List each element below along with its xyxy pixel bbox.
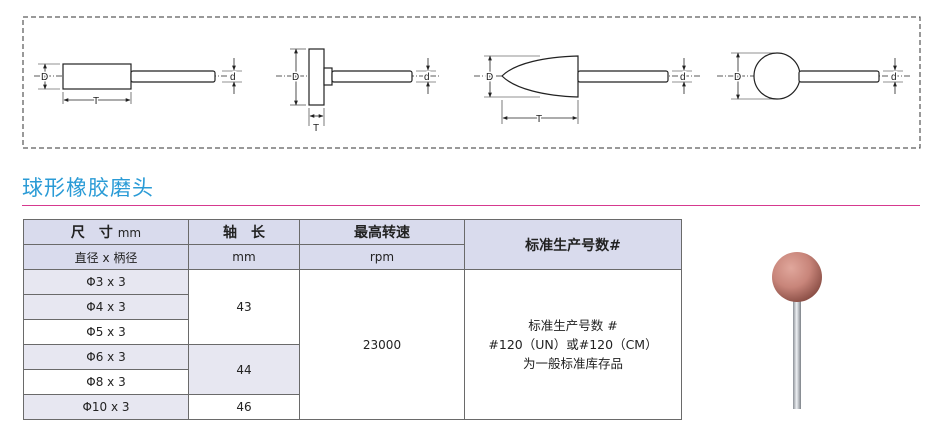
product-image	[772, 252, 822, 409]
table-row: Φ5 x 3	[23, 319, 189, 345]
std-note: 标准生产号数 # #120（UN）或#120（CM） 为一般标准库存品	[464, 269, 682, 420]
diagram-label-D: D	[292, 72, 299, 83]
table-row: Φ10 x 3	[23, 394, 189, 420]
diagram-label-D: D	[734, 72, 741, 83]
std-note-line: #120（UN）或#120（CM）	[488, 337, 658, 352]
diagram-label-T: T	[536, 114, 542, 125]
subheader-size: 直径 x 柄径	[23, 244, 189, 270]
shaft-value: 44	[188, 344, 300, 395]
diagram-frame	[22, 16, 921, 149]
tool-diagrams: D d T D d T D d T	[22, 16, 921, 149]
header-size-unit: mm	[117, 226, 142, 240]
table-row: Φ8 x 3	[23, 369, 189, 395]
diagram-label-d: d	[424, 72, 430, 83]
diagram-disc	[276, 48, 440, 126]
diagram-cylinder	[34, 58, 242, 104]
section-title: 球形橡胶磨头	[22, 176, 154, 200]
diagram-label-d: d	[230, 72, 236, 83]
std-note-line: 为一般标准库存品	[522, 356, 623, 371]
subheader-shaft-unit: mm	[188, 244, 300, 270]
shaft-value: 46	[188, 394, 300, 420]
diagram-ball	[717, 52, 910, 100]
diagram-label-T: T	[313, 123, 319, 134]
std-note-line: 标准生产号数 #	[528, 318, 618, 333]
header-speed: 最高转速	[299, 219, 465, 245]
diagram-label-D: D	[41, 72, 48, 83]
title-divider	[22, 205, 920, 206]
header-shaft: 轴 长	[188, 219, 300, 245]
diagram-label-T: T	[93, 96, 99, 107]
diagram-label-d: d	[680, 72, 686, 83]
diagram-label-d: d	[891, 72, 897, 83]
table-row: Φ6 x 3	[23, 344, 189, 370]
shaft-value: 43	[188, 269, 300, 345]
table-row: Φ4 x 3	[23, 294, 189, 320]
spec-table: 尺 寸 mm 轴 长 最高转速 标准生产号数# 直径 x 柄径 mm rpm Φ…	[23, 219, 682, 420]
speed-value: 23000	[299, 269, 465, 420]
diagram-label-D: D	[486, 72, 493, 83]
subheader-speed-unit: rpm	[299, 244, 465, 270]
diagram-cone	[474, 55, 700, 124]
header-size-label: 尺 寸	[70, 225, 113, 241]
header-std: 标准生产号数#	[464, 219, 682, 270]
header-size: 尺 寸 mm	[23, 219, 189, 245]
product-shank	[793, 295, 801, 409]
table-row: Φ3 x 3	[23, 269, 189, 295]
product-ball	[772, 252, 822, 302]
